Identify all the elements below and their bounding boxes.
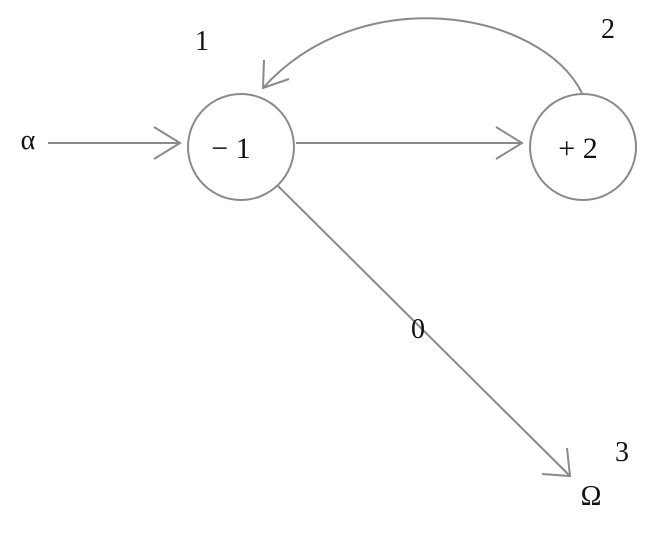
node-state-2-index: 2 [601, 14, 615, 45]
node-state-1-index: 1 [195, 26, 209, 57]
start-label: α [21, 125, 36, 156]
node-state-2-circle [529, 93, 637, 201]
edge-state-2-to-state-1 [261, 17, 583, 94]
node-state-1-circle [187, 93, 295, 201]
edge-state-1-to-omega [277, 185, 572, 478]
end-index: 3 [615, 437, 629, 468]
node-state-2: + 2 [529, 93, 637, 201]
node-state-2-label: + 2 [558, 132, 597, 165]
node-state-1: − 1 [187, 93, 295, 201]
node-state-1-label: − 1 [211, 132, 250, 165]
edge-state-1-to-omega-label: 0 [411, 314, 425, 345]
edge-state-1-to-state-2 [296, 126, 524, 160]
edge-alpha-to-state-1 [48, 126, 182, 160]
end-label: Ω [581, 481, 602, 512]
